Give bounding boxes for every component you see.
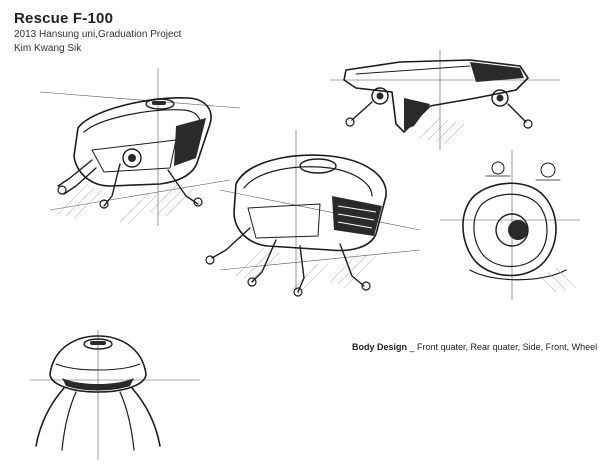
page-title: Rescue F-100: [14, 10, 114, 27]
caption-text: _ Front quater, Rear quater, Side, Front…: [407, 342, 598, 352]
title-block: Rescue F-100 2013 Hansung uni,Graduation…: [14, 10, 181, 54]
sketch-front-quarter: [39, 68, 241, 226]
sketch-rear-quarter: [205, 130, 421, 297]
caption-label: Body Design: [352, 342, 408, 352]
body-design-caption: Body Design _ Front quater, Rear quater,…: [352, 342, 597, 352]
sketch-side-view: [330, 50, 560, 150]
author-name: Kim Kwang Sik: [14, 42, 82, 54]
sketch-wheel-detail: [440, 150, 580, 300]
project-subtitle: 2013 Hansung uni,Graduation Project: [14, 29, 182, 41]
sketch-front-view: [30, 330, 200, 460]
